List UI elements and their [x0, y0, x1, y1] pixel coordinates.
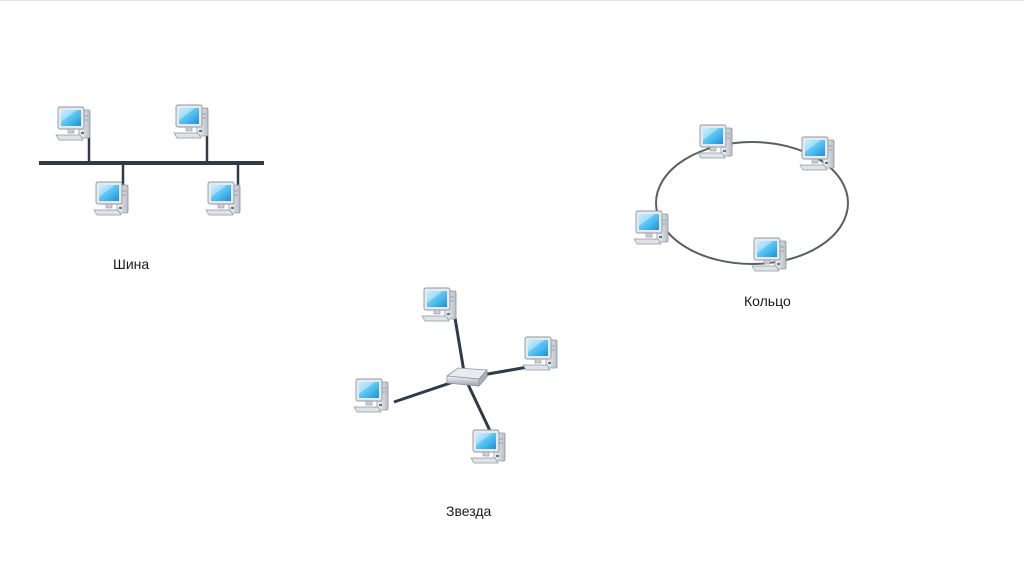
computer-icon	[799, 136, 835, 171]
computer-icon	[55, 106, 91, 141]
computer-icon	[421, 287, 457, 322]
slide-top-border	[0, 0, 1024, 1]
bus-topology-label: Шина	[113, 256, 150, 272]
star-topology-label: Звезда	[446, 503, 492, 519]
computer-icon	[353, 378, 389, 413]
star-link-line	[463, 377, 494, 436]
star-topology	[353, 287, 558, 464]
computer-icon	[470, 429, 506, 464]
ring-cable	[655, 141, 849, 265]
network-hub-icon	[445, 367, 488, 388]
bus-topology	[39, 104, 264, 216]
computer-icon	[205, 181, 241, 216]
computer-icon	[751, 237, 787, 272]
computer-icon	[522, 336, 558, 371]
computer-icon	[173, 104, 209, 139]
computer-icon	[633, 210, 669, 245]
ring-topology	[633, 124, 849, 272]
computer-icon	[697, 124, 733, 159]
ring-topology-label: Кольцо	[744, 293, 791, 309]
computer-icon	[93, 181, 129, 216]
